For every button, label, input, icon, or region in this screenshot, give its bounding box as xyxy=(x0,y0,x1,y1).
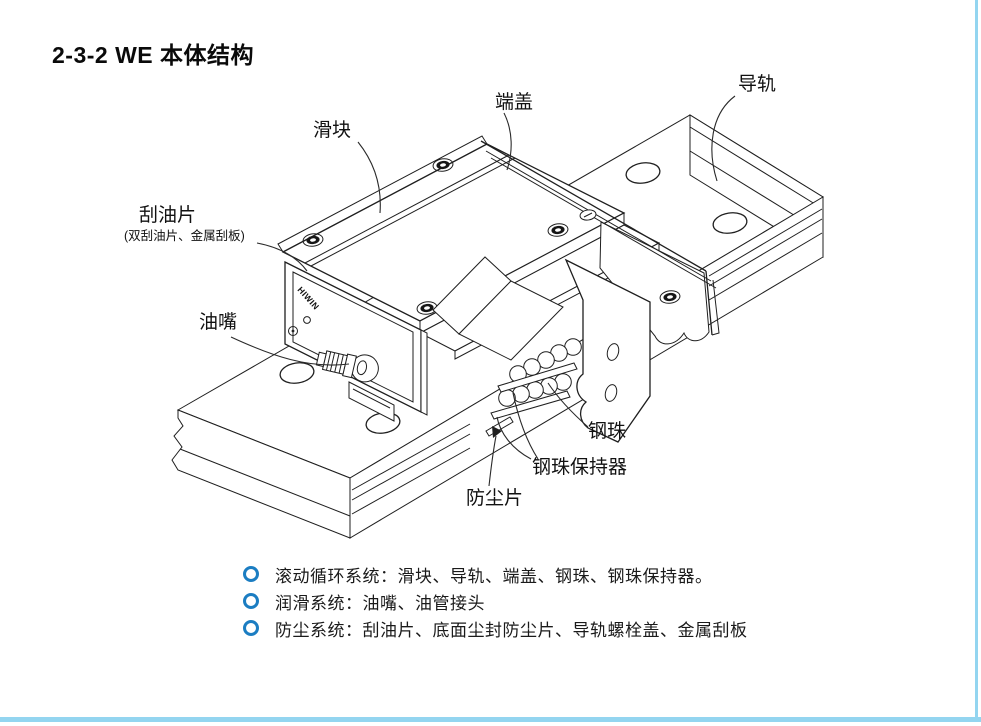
page-border-right xyxy=(975,0,978,721)
bullet-icon xyxy=(243,566,259,582)
end-cap-drawing xyxy=(480,140,720,336)
cutaway-section xyxy=(432,256,651,443)
label-grease-nipple: 油嘴 xyxy=(199,311,237,333)
block-rear-section xyxy=(599,221,710,345)
legend-text: 润滑系统：油嘴、油管接头 xyxy=(275,593,485,613)
grease-nipple-drawing xyxy=(315,350,379,383)
part-labels: 滑块 端盖 导轨 刮油片 (双刮油片、金属刮板) 油嘴 钢珠 钢珠保持器 防尘片 xyxy=(124,73,776,509)
legend-text: 防尘系统：刮油片、底面尘封防尘片、导轨螺栓盖、金属刮板 xyxy=(275,620,748,640)
legend-text: 滚动循环系统：滑块、导轨、端盖、钢珠、钢珠保持器。 xyxy=(275,566,713,586)
label-scraper-sub: (双刮油片、金属刮板) xyxy=(124,228,245,243)
block-mount-holes xyxy=(302,158,569,315)
label-ball-retainer: 钢珠保持器 xyxy=(532,456,627,478)
system-legend: 滚动循环系统：滑块、导轨、端盖、钢珠、钢珠保持器。 润滑系统：油嘴、油管接头 防… xyxy=(243,561,748,642)
label-scraper: 刮油片 xyxy=(139,204,196,226)
steel-balls xyxy=(498,338,582,407)
ball-retainer-strips xyxy=(490,362,578,420)
page-title: 2-3-2 WE 本体结构 xyxy=(52,42,255,68)
label-end-cap: 端盖 xyxy=(495,91,533,113)
label-steel-ball: 钢珠 xyxy=(588,420,626,442)
bullet-icon xyxy=(243,620,259,636)
cross-section-plate xyxy=(564,258,651,443)
page-border-bottom xyxy=(0,717,981,722)
dust-strip-arrow xyxy=(492,426,502,438)
legend-item-dustproof: 防尘系统：刮油片、底面尘封防尘片、导轨螺栓盖、金属刮板 xyxy=(243,615,748,641)
scraper-plate: HIWIN xyxy=(284,260,428,422)
label-slider: 滑块 xyxy=(313,119,351,141)
leader-lines xyxy=(230,95,736,487)
label-dust-strip: 防尘片 xyxy=(466,487,523,509)
bullet-icon xyxy=(243,593,259,609)
label-rail: 导轨 xyxy=(738,73,776,95)
legend-item-lubrication: 润滑系统：油嘴、油管接头 xyxy=(243,588,748,614)
cap-screw xyxy=(579,209,597,221)
rail-bolt-hole xyxy=(279,162,748,434)
legend-item-rolling: 滚动循环系统：滑块、导轨、端盖、钢珠、钢珠保持器。 xyxy=(243,561,748,587)
